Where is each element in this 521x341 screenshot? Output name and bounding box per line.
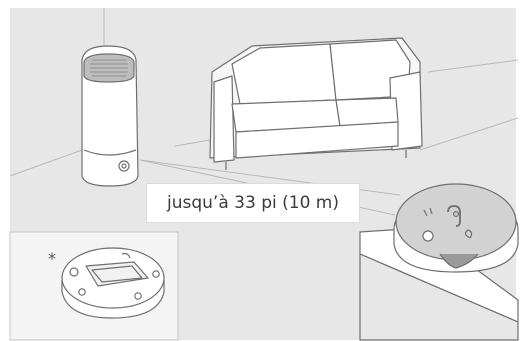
footnote-asterisk: * <box>48 249 56 268</box>
robot-vacuum-icon <box>393 183 519 273</box>
range-label: jusqu’à 33 pi (10 m) <box>146 183 360 223</box>
robot-vacuum-bottom-icon <box>61 247 165 319</box>
sofa-icon <box>209 37 423 170</box>
air-purifier-icon <box>81 45 139 187</box>
